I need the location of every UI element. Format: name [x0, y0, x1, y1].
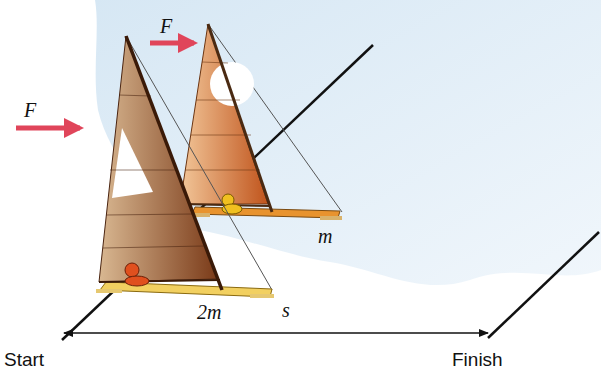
- force-arrow: [150, 41, 194, 46]
- line-label: Finish: [452, 350, 503, 369]
- distance-arrow: [64, 332, 488, 333]
- force-label: F: [160, 16, 172, 36]
- finish-line: [488, 232, 599, 338]
- mass-label: m: [318, 226, 332, 246]
- force-arrow: [16, 126, 80, 131]
- back-iceboat: [180, 24, 342, 220]
- sky-cloud: [95, 0, 601, 285]
- line-label: Start: [4, 350, 44, 369]
- distance-label: s: [282, 300, 290, 320]
- mass-label: 2m: [197, 302, 221, 322]
- front-iceboat: [96, 36, 274, 298]
- force-label: F: [24, 100, 36, 120]
